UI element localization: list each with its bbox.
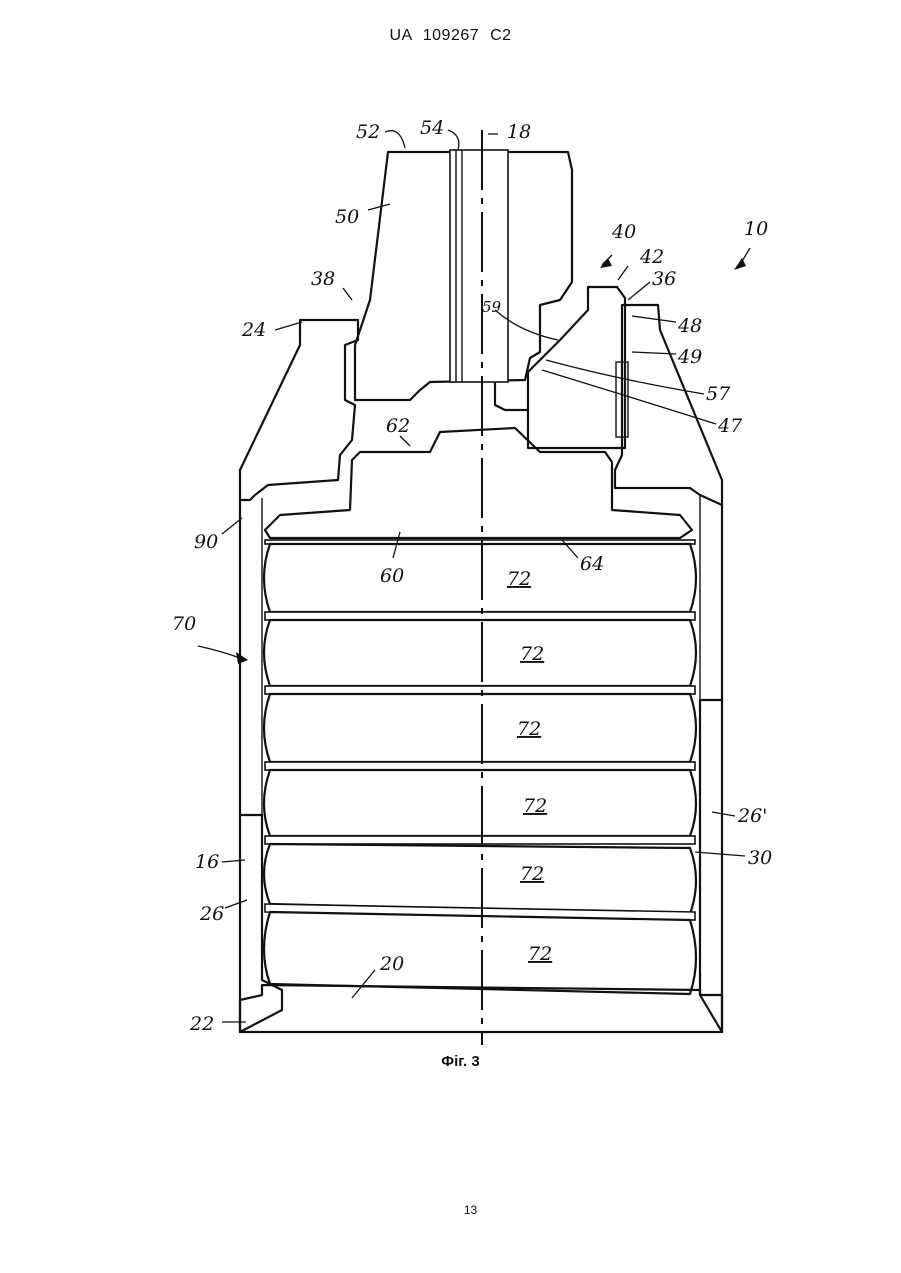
label-50: 50	[335, 206, 359, 228]
label-18: 18	[507, 121, 531, 143]
label-24: 24	[241, 319, 266, 341]
nozzle-channel	[495, 382, 528, 410]
arrow-70	[236, 652, 248, 664]
nozzle-bore	[450, 150, 508, 382]
label-22: 22	[189, 1013, 214, 1035]
arrow-40	[600, 258, 612, 268]
label-90: 90	[194, 531, 218, 553]
label-59: 59	[482, 298, 502, 316]
label-72-a: 72	[507, 568, 531, 590]
label-48: 48	[677, 315, 702, 337]
label-70: 70	[172, 613, 196, 635]
figure-caption: Фіг. 3	[0, 1053, 901, 1073]
label-10: 10	[744, 218, 768, 240]
label-36: 36	[652, 268, 676, 290]
label-26: 26	[199, 903, 224, 925]
label-20: 20	[379, 953, 404, 975]
label-49: 49	[677, 346, 702, 368]
label-72-e: 72	[520, 863, 544, 885]
housing-shoulder-right	[615, 305, 722, 505]
label-72-b: 72	[520, 643, 544, 665]
label-47: 47	[717, 415, 743, 437]
arrow-10	[734, 258, 746, 270]
housing-right-wall	[700, 700, 722, 1032]
label-72-f: 72	[528, 943, 552, 965]
piston	[265, 428, 692, 538]
label-16: 16	[195, 851, 219, 873]
label-26-prime: 26'	[737, 805, 767, 827]
label-57: 57	[706, 383, 731, 405]
page-number: 13	[0, 1203, 901, 1219]
label-62: 62	[386, 415, 410, 437]
label-40: 40	[611, 221, 636, 243]
label-38: 38	[311, 268, 335, 290]
label-60: 60	[380, 565, 404, 587]
cell-stack	[264, 540, 696, 994]
label-54: 54	[420, 117, 444, 139]
label-42: 42	[639, 246, 664, 268]
label-64: 64	[580, 553, 604, 575]
label-72-c: 72	[517, 718, 541, 740]
label-30: 30	[748, 847, 772, 869]
label-52: 52	[356, 121, 380, 143]
label-72-d: 72	[523, 795, 547, 817]
housing-shoulder-left	[240, 320, 358, 500]
